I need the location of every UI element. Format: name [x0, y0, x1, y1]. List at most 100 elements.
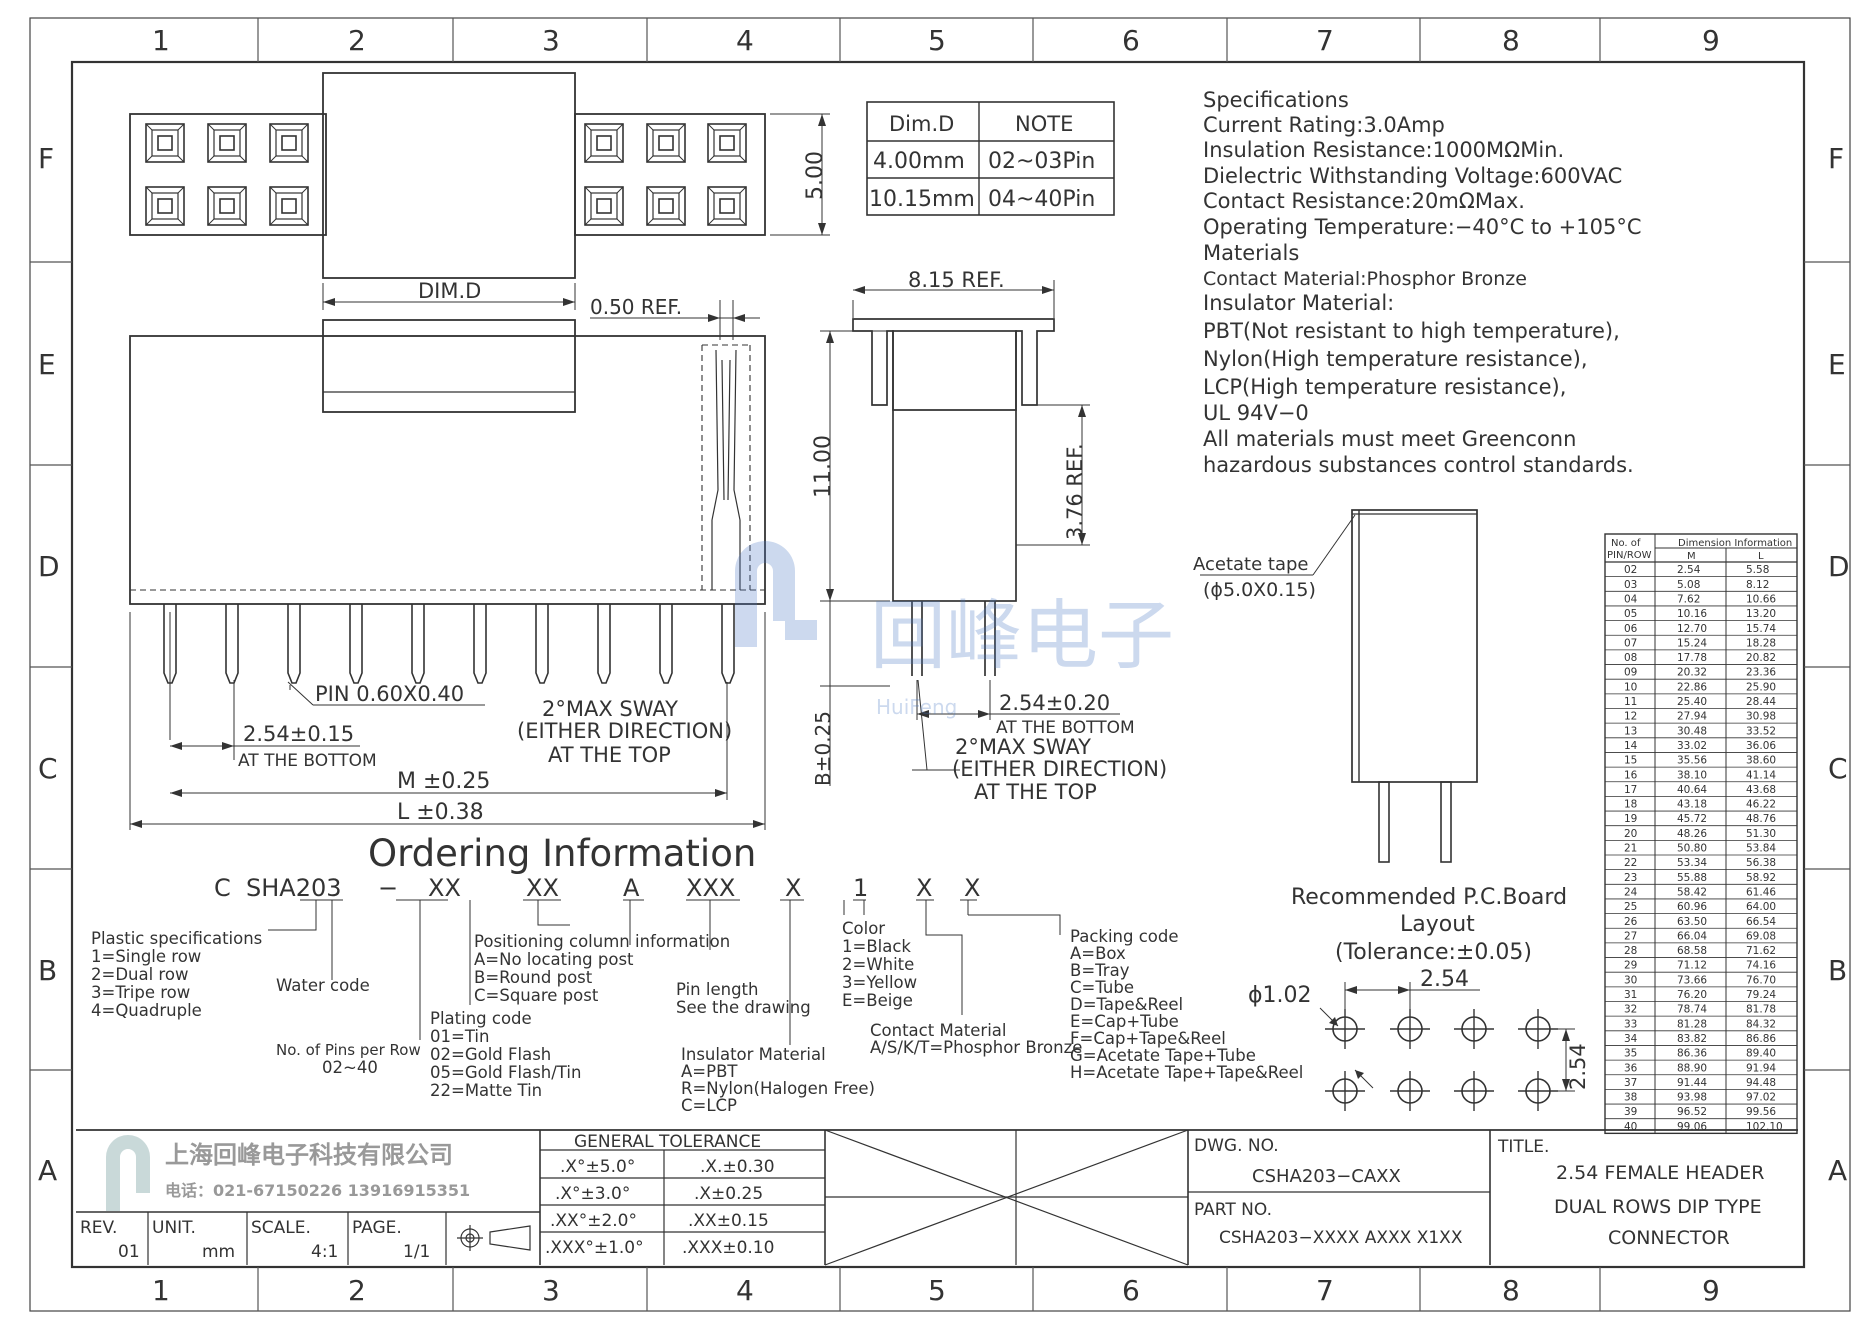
order-packing-line: F=Cap+Tape&Reel: [1070, 1029, 1226, 1048]
dim-pitch: 2.54±0.15: [243, 722, 354, 746]
note-row1-note: 02~03Pin: [988, 149, 1095, 174]
dim-table-pins: 28: [1624, 945, 1637, 957]
dim-table-l: 30.98: [1746, 711, 1776, 723]
dim-table-l: 41.14: [1746, 769, 1776, 781]
pin: [659, 604, 673, 684]
page-value: 1/1: [403, 1242, 430, 1262]
pcb-layout: Recommended P.C.Board Layout (Tolerance:…: [1248, 885, 1590, 1112]
dim-table-l: 25.90: [1746, 681, 1776, 693]
dim-table-l: 48.76: [1746, 813, 1776, 825]
dim-table-l: 99.56: [1746, 1106, 1776, 1118]
watermark: 回峰电子 HuiFeng: [713, 541, 1174, 719]
order-color-line: 3=Yellow: [842, 973, 917, 992]
dim-table-m: 73.66: [1677, 974, 1707, 986]
order-contact-line: Contact Material: [870, 1021, 1006, 1040]
order-code-part: SHA203: [246, 874, 342, 902]
company-name: 上海回峰电子科技有限公司: [165, 1141, 453, 1169]
dim-table-col-m: M: [1687, 551, 1696, 562]
unit-label: UNIT.: [152, 1218, 196, 1238]
order-code-part: 1: [853, 874, 868, 902]
pin: [473, 604, 487, 684]
dim-table-l: 81.78: [1746, 1004, 1776, 1016]
socket-cavity: [145, 186, 185, 226]
socket-cavity: [707, 123, 747, 163]
order-plating-line: 05=Gold Flash/Tin: [430, 1063, 581, 1082]
order-plastic-line: 4=Quadruple: [91, 1001, 202, 1020]
dim-table-pins: 20: [1624, 828, 1637, 840]
pcb-title-3: (Tolerance:±0.05): [1335, 940, 1532, 965]
dim-table-m: 58.42: [1677, 886, 1707, 898]
title-line-1: 2.54 FEMALE HEADER: [1556, 1162, 1764, 1184]
dim-table-m: 71.12: [1677, 960, 1707, 972]
order-water-code: Water code: [276, 976, 370, 995]
tolerance-angle: .X°±5.0°: [560, 1157, 635, 1177]
order-pinlen-line: Pin length: [676, 980, 758, 999]
zone-row-right-E: E: [1828, 348, 1846, 381]
order-pins-line: 02~40: [322, 1058, 378, 1077]
dim-table-header-dim: Dimension Information: [1678, 538, 1792, 549]
tolerance-linear: .X.±0.30: [700, 1157, 775, 1177]
note-header-dim: Dim.D: [889, 112, 954, 136]
zone-col-bottom-7: 7: [1316, 1274, 1334, 1307]
pcb-hole: [1389, 1008, 1431, 1050]
spec-line: PBT(Not resistant to high temperature),: [1203, 319, 1620, 343]
dim-table-m: 53.34: [1677, 857, 1707, 869]
spec-line: All materials must meet Greenconn: [1203, 427, 1576, 451]
dim-table-m: 76.20: [1677, 989, 1707, 1001]
spec-line: Nylon(High temperature resistance),: [1203, 347, 1588, 371]
dim-table-l: 91.94: [1746, 1062, 1776, 1074]
dim-table-pins: 35: [1624, 1048, 1637, 1060]
tolerance-title: GENERAL TOLERANCE: [574, 1132, 761, 1152]
dim-table-l: 86.86: [1746, 1033, 1776, 1045]
order-code-part: A: [623, 874, 640, 902]
scale-label: SCALE.: [251, 1218, 311, 1238]
order-plastic-line: 3=Tripe row: [91, 983, 190, 1002]
dim-table-pins: 18: [1624, 799, 1637, 811]
dim-table-pins: 33: [1624, 1018, 1637, 1030]
order-insulator-line: Insulator Material: [681, 1045, 826, 1064]
dim-table-l: 28.44: [1746, 696, 1776, 708]
dim-table-m: 96.52: [1677, 1106, 1707, 1118]
pin: [287, 604, 301, 684]
order-plating-line: 01=Tin: [430, 1027, 489, 1046]
pcb-pitch-v: 2.54: [1566, 1043, 1590, 1090]
dim-table-pins: 04: [1624, 593, 1638, 605]
order-packing-line: A=Box: [1070, 944, 1126, 963]
pcb-hole-size: ϕ1.02: [1248, 983, 1312, 1008]
dim-table-m: 20.32: [1677, 667, 1707, 679]
dim-table-pins: 10: [1624, 681, 1637, 693]
dwg-label: DWG. NO.: [1194, 1136, 1279, 1156]
sway-6: AT THE TOP: [974, 780, 1097, 804]
dim-table-col-l: L: [1758, 551, 1764, 562]
zone-col-bottom-4: 4: [736, 1274, 754, 1307]
dim-table-l: 38.60: [1746, 755, 1776, 767]
dim-table-m: 43.18: [1677, 799, 1707, 811]
dim-table-m: 48.26: [1677, 828, 1707, 840]
tolerance-angle: .XXX°±1.0°: [545, 1238, 644, 1258]
dim-table-pins: 32: [1624, 1004, 1637, 1016]
zone-col-top-5: 5: [928, 24, 946, 57]
dim-table-m: 83.82: [1677, 1033, 1707, 1045]
tolerance-linear: .XXX±0.10: [682, 1238, 774, 1258]
note-row1-dim: 4.00mm: [873, 149, 965, 174]
dim-8-15-ref: 8.15 REF.: [908, 268, 1005, 292]
order-code-part: −: [378, 874, 398, 902]
